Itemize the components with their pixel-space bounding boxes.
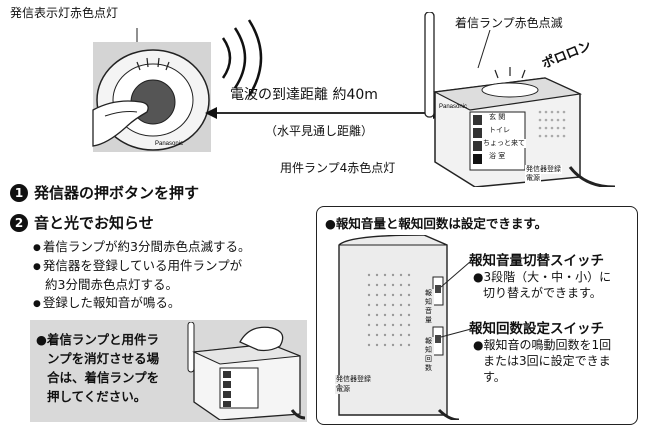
switch-leaders xyxy=(440,260,472,338)
callout-leader xyxy=(477,30,491,69)
transmitter-lamp-callout: 発信表示灯赤色点灯 xyxy=(10,6,119,20)
note-line: ●着信ランプと用件ラ xyxy=(36,332,160,347)
receiver-press-illustration xyxy=(187,322,305,420)
device-label-power: 電源 xyxy=(525,174,541,183)
settings-box: ●報知音量と報知回数は設定できます。 報知音量 報知回数 発信器登録 電源 報知… xyxy=(316,206,638,425)
desc-line: す。 xyxy=(483,370,506,384)
desc-line: ●報知音の鳴動回数を1回 xyxy=(473,338,612,352)
range-label: 電波の到達距離 約40m xyxy=(230,87,378,103)
bullet-line: 発信器を登録している用件ランプが xyxy=(33,257,250,276)
receiver-side-illustration xyxy=(338,235,459,420)
side-label-register: 発信器登録 xyxy=(335,375,372,384)
settings-header: ●報知音量と報知回数は設定できます。 xyxy=(325,216,548,231)
device-label-bathroom: 浴 室 xyxy=(488,152,507,161)
range-arrow xyxy=(205,107,445,119)
desc-line: 切り替えができます。 xyxy=(483,286,602,300)
note-line: ンプを消灯させる場 xyxy=(47,351,160,366)
note-box: ●着信ランプと用件ラ ンプを消灯させる場 合は、着信ランプを 押してください。 xyxy=(30,320,307,422)
device-label-register: 発信器登録 xyxy=(525,165,562,174)
step-2-text: 音と光でお知らせ xyxy=(34,214,154,232)
desc-line: または3回に設定できま xyxy=(483,354,611,368)
switch-label-volume: 報知音量 xyxy=(424,289,434,325)
step-1: 1 発信器の押ボタンを押す xyxy=(10,182,199,203)
volume-switch-desc: ●3段階（大・中・小）に 切り替えができます。 xyxy=(473,269,611,301)
radio-waves-icon xyxy=(221,19,263,97)
note-line: 押してください。 xyxy=(47,389,147,404)
task-lamp-callout: 用件ランプ4赤色点灯 xyxy=(280,161,396,175)
step-2: 2 音と光でお知らせ xyxy=(10,212,154,233)
step-number-2: 2 xyxy=(10,213,28,232)
note-line: 合は、着信ランプを xyxy=(47,370,160,385)
step-1-text: 発信器の押ボタンを押す xyxy=(34,184,200,202)
receiver-brand: Panasonic xyxy=(439,104,467,110)
receiver-lamp-callout: 着信ランプ赤色点滅 xyxy=(455,16,563,30)
bullet-line-cont: 約3分間赤色点灯する。 xyxy=(45,277,178,292)
switch-label-count: 報知回数 xyxy=(424,337,434,373)
bullet-line: 登録した報知音が鳴る。 xyxy=(33,294,250,313)
bullet-line: 着信ランプが約3分間赤色点滅する。 xyxy=(33,238,251,257)
range-note: （水平見通し距離） xyxy=(265,124,374,138)
desc-line: ●3段階（大・中・小）に xyxy=(473,270,612,284)
device-label-come-here: ちょっと来て xyxy=(482,139,526,148)
receiver-illustration: Panasonic xyxy=(424,12,615,187)
volume-switch-title: 報知音量切替スイッチ xyxy=(469,253,604,269)
device-label-toilet: トイレ xyxy=(488,126,511,135)
count-switch-desc: ●報知音の鳴動回数を1回 または3回に設定できま す。 xyxy=(473,337,611,385)
step-2-bullets: 着信ランプが約3分間赤色点滅する。 発信器を登録している用件ランプが 約3分間赤… xyxy=(33,238,251,313)
note-text: ●着信ランプと用件ラ ンプを消灯させる場 合は、着信ランプを 押してください。 xyxy=(36,330,159,406)
device-label-entrance: 玄 関 xyxy=(488,113,507,122)
transmitter-brand: Panasonic xyxy=(155,141,183,147)
count-switch-title: 報知回数設定スイッチ xyxy=(469,321,604,337)
transmitter-illustration: Panasonic xyxy=(92,28,211,152)
step-number-1: 1 xyxy=(10,183,28,202)
side-label-power: 電源 xyxy=(335,385,351,394)
